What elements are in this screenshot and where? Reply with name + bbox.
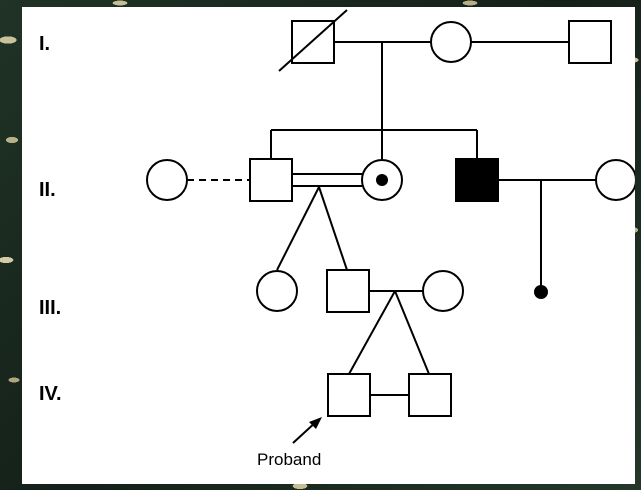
nonviable-pregnancy-icon <box>534 285 548 299</box>
gen3-female-partner <box>422 270 464 312</box>
pedigree-chart: I. II. III. IV. <box>39 9 635 469</box>
gen1-female <box>430 21 472 63</box>
gen2-female-nonmarital-partner <box>146 159 188 201</box>
generation-label-iv: IV. <box>39 383 62 405</box>
proband-arrowhead-icon <box>309 417 322 429</box>
generation-label-iii: III. <box>39 297 61 319</box>
proband-label: Proband <box>257 450 321 469</box>
gen4-male-twin <box>408 373 452 417</box>
generation-label-i: I. <box>39 33 50 55</box>
gen2-affected-male <box>455 158 499 202</box>
pedigree-panel: I. II. III. IV. <box>22 7 635 484</box>
twin-descent-line <box>318 186 348 271</box>
twin-descent-line <box>394 290 430 375</box>
gen3-female-twin <box>256 270 298 312</box>
generation-label-ii: II. <box>39 179 56 201</box>
twin-descent-line <box>348 290 396 375</box>
gen2-male <box>249 158 293 202</box>
gen2-female-partner <box>595 159 635 201</box>
gen1-second-partner-male <box>568 20 612 64</box>
carrier-dot-icon <box>376 174 388 186</box>
gen3-male-twin <box>326 269 370 313</box>
twin-descent-line <box>276 186 320 271</box>
deceased-slash-icon <box>278 9 348 72</box>
gen4-proband-male-twin <box>327 373 371 417</box>
